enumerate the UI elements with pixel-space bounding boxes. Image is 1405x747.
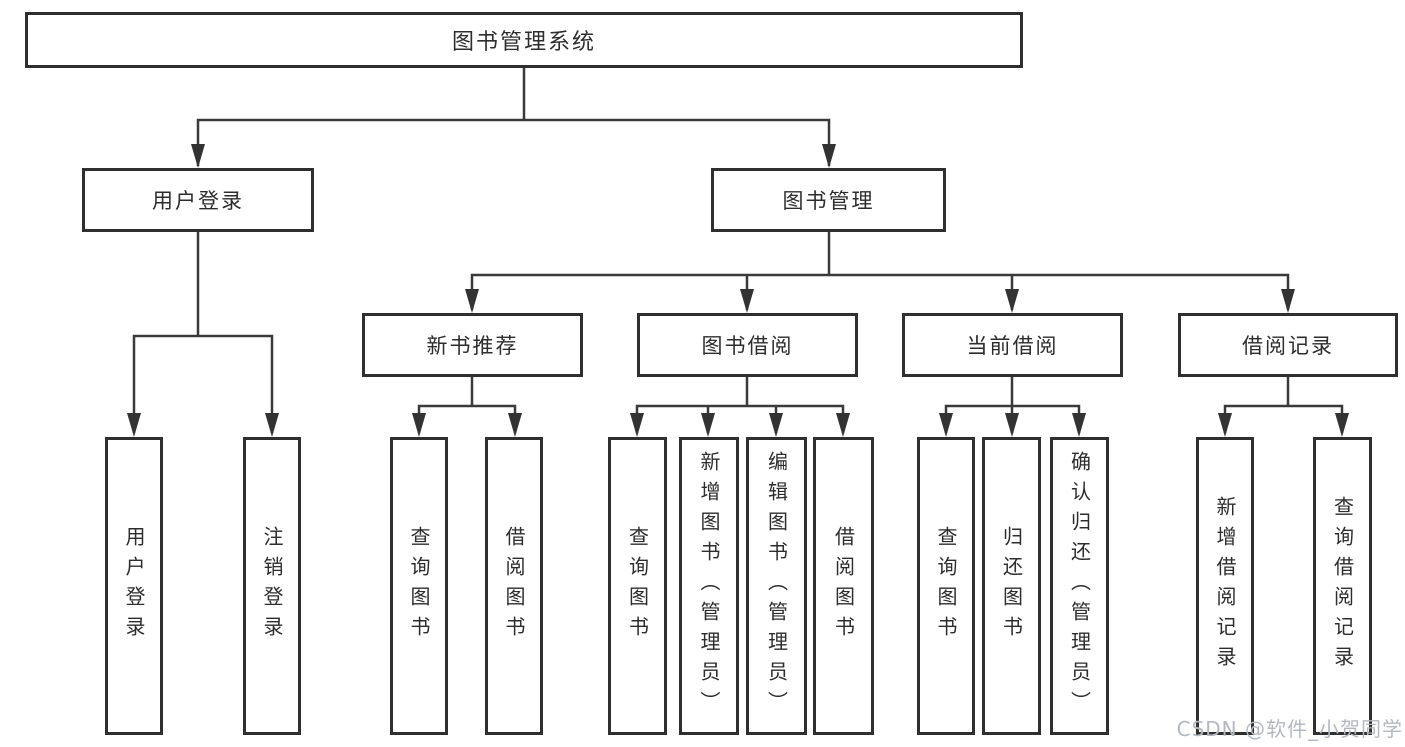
- leaf-return-books: 归还图书: [982, 437, 1041, 735]
- node-user-login-branch: 用户登录: [82, 168, 314, 232]
- node-borrow-records: 借阅记录: [1178, 313, 1398, 377]
- leaf-query-books-recommend: 查询图书: [390, 437, 448, 735]
- node-root-label: 图书管理系统: [451, 30, 596, 55]
- node-label: 新书推荐: [426, 334, 519, 358]
- leaf-borrow-books: 借阅图书: [813, 437, 874, 735]
- leaf-label: 查询图书: [407, 526, 431, 646]
- leaf-add-books-admin: 新增图书（管理员）: [679, 437, 739, 735]
- leaf-confirm-return-admin: 确认归还（管理员）: [1050, 437, 1109, 735]
- leaf-label: 新增借阅记录: [1213, 496, 1237, 676]
- arrowhead-icons: [127, 144, 1349, 437]
- leaf-label: 查询借阅记录: [1330, 496, 1355, 676]
- node-label: 用户登录: [152, 189, 244, 213]
- node-book-management-branch: 图书管理: [711, 168, 946, 232]
- node-book-borrow: 图书借阅: [637, 313, 858, 377]
- leaf-query-books-current: 查询图书: [917, 437, 975, 735]
- node-current-borrow: 当前借阅: [902, 313, 1123, 377]
- leaf-label: 用户登录: [122, 526, 146, 646]
- leaf-add-borrow-record: 新增借阅记录: [1196, 437, 1254, 735]
- leaf-label: 注销登录: [260, 526, 284, 646]
- leaf-label: 归还图书: [999, 526, 1024, 646]
- leaf-label: 新增图书（管理员）: [697, 451, 721, 721]
- node-label: 借阅记录: [1242, 334, 1334, 358]
- leaf-label: 确认归还（管理员）: [1067, 451, 1092, 721]
- leaf-label: 查询图书: [625, 526, 650, 646]
- node-label: 图书管理: [782, 189, 875, 213]
- leaf-user-login: 用户登录: [105, 437, 163, 735]
- node-root-system: 图书管理系统: [25, 12, 1023, 68]
- leaf-borrow-books-recommend: 借阅图书: [485, 437, 543, 735]
- node-label: 图书借阅: [701, 334, 794, 358]
- leaf-edit-books-admin: 编辑图书（管理员）: [746, 437, 807, 735]
- node-new-book-recommend: 新书推荐: [362, 313, 583, 377]
- leaf-label: 借阅图书: [831, 526, 856, 646]
- leaf-query-books-borrow: 查询图书: [608, 437, 667, 735]
- leaf-label: 编辑图书（管理员）: [764, 451, 789, 721]
- leaf-logout: 注销登录: [243, 437, 301, 735]
- node-label: 当前借阅: [966, 334, 1059, 358]
- leaf-query-borrow-record: 查询借阅记录: [1313, 437, 1372, 735]
- leaf-label: 查询图书: [934, 526, 958, 646]
- leaf-label: 借阅图书: [502, 526, 526, 646]
